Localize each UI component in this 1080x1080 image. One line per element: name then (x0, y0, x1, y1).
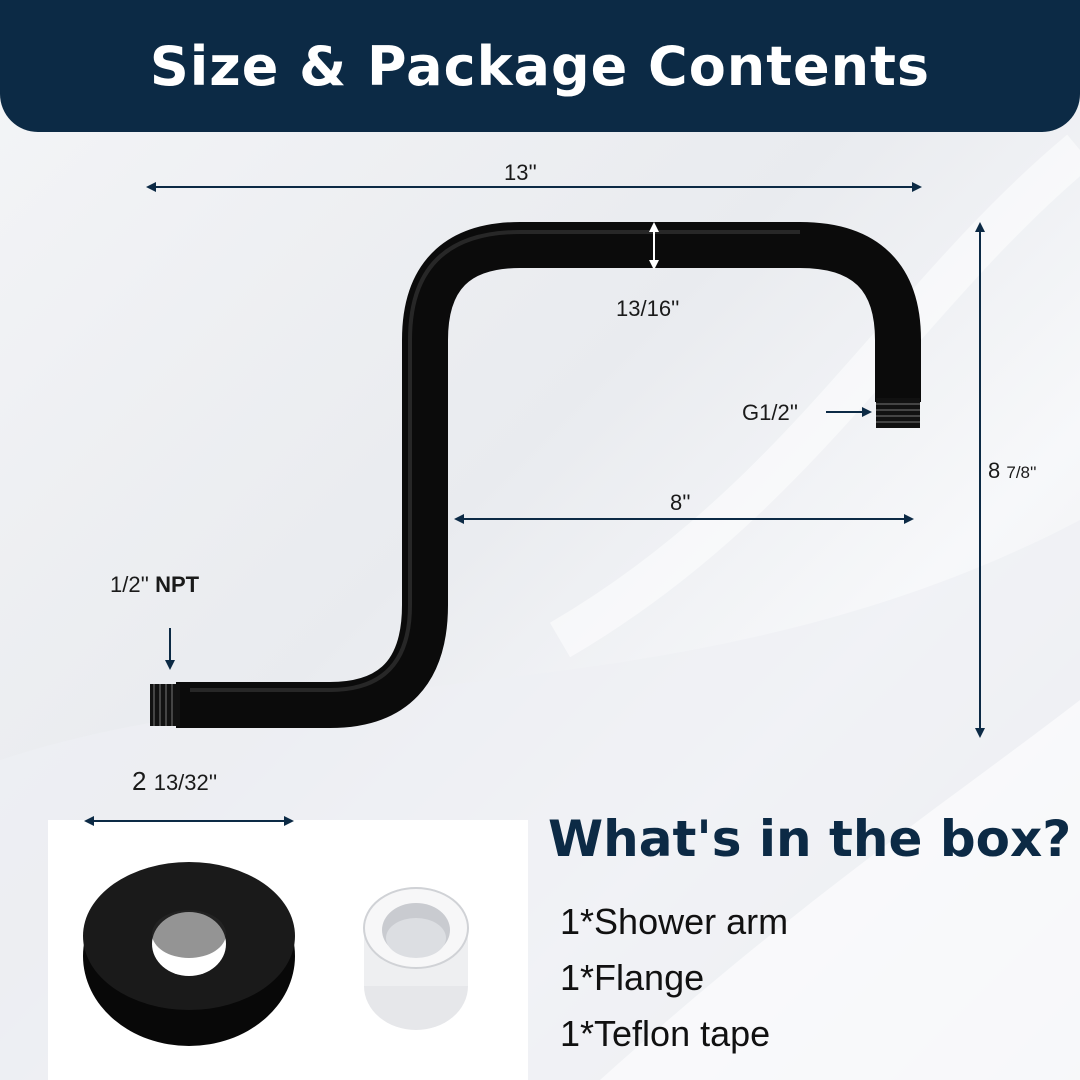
overall-width-label: 13'' (504, 160, 537, 185)
box-contents-title: What's in the box? (548, 810, 1072, 868)
flange-diameter-label: 2 13/32'' (132, 766, 217, 797)
pipe-diameter-label: 13/16'' (616, 296, 680, 321)
inlet-thread-type: NPT (155, 572, 200, 597)
list-item: 1*Shower arm (560, 901, 789, 942)
overall-height-whole: 8 (988, 458, 1001, 483)
inlet-thread-label: 1/2'' NPT (110, 572, 199, 598)
drop-length-label: 8'' (670, 490, 691, 515)
accessories-drawing (83, 816, 469, 1046)
flange-diameter-fraction: 13/32'' (153, 770, 218, 795)
overall-height-label: 8 7/8'' (988, 458, 1037, 484)
page-title: Size & Package Contents (149, 34, 931, 98)
shower-arm-pipe (176, 222, 921, 728)
flange-image (83, 862, 295, 1046)
flange-diameter-whole: 2 (132, 766, 147, 796)
inlet-thread (150, 684, 180, 726)
outlet-thread (876, 398, 920, 428)
outlet-thread-label: G1/2'' (742, 400, 799, 425)
list-item: 1*Teflon tape (560, 1013, 771, 1054)
inlet-thread-size: 1/2'' (110, 572, 149, 597)
box-contents-list: 1*Shower arm 1*Flange 1*Teflon tape (560, 898, 788, 1066)
teflon-tape-image (363, 887, 469, 1030)
shower-arm-diagram (146, 182, 985, 738)
overall-height-fraction: 7/8'' (1006, 463, 1037, 482)
list-item: 1*Flange (560, 957, 705, 998)
header-banner: Size & Package Contents (0, 0, 1080, 132)
